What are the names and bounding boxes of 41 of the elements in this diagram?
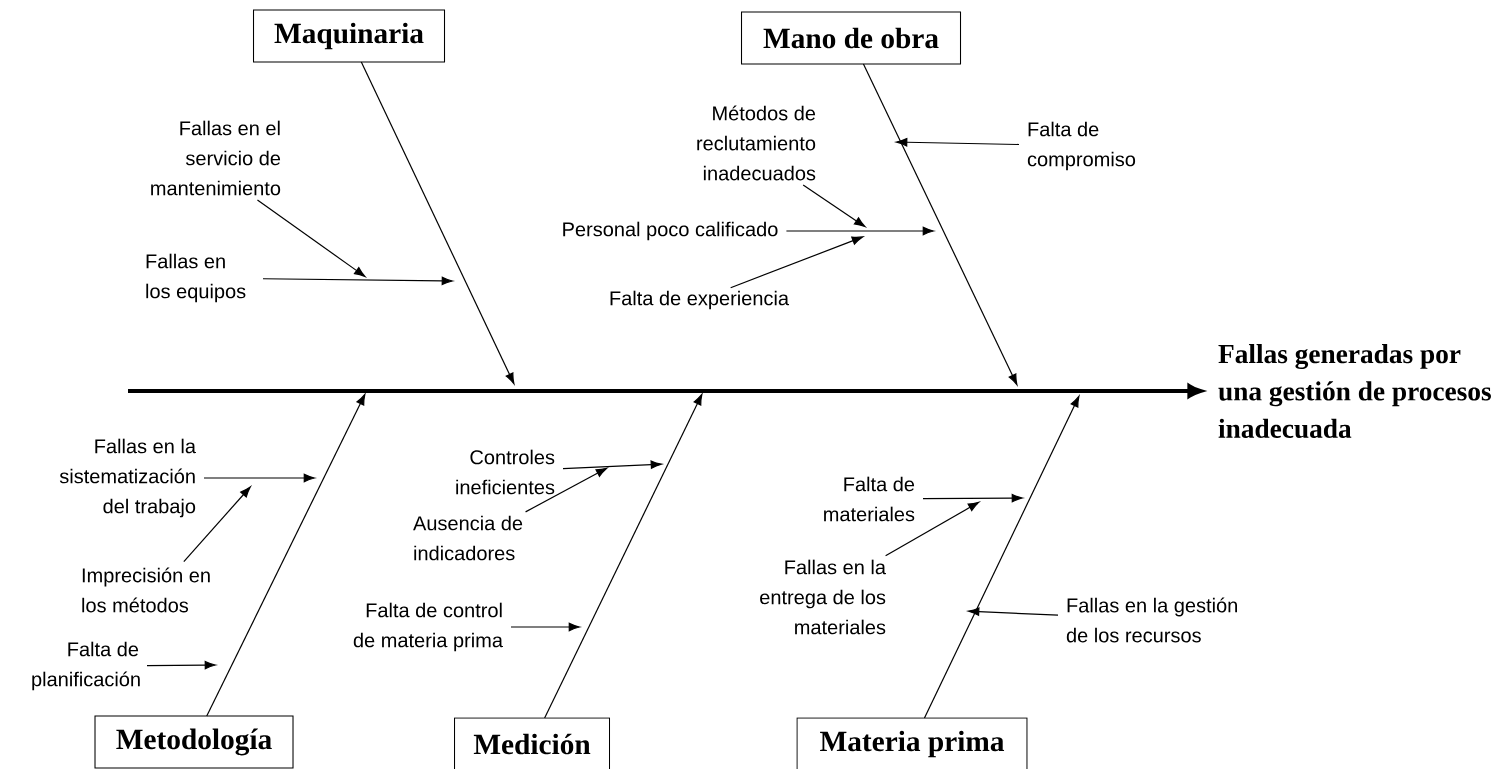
- cause-text: Falta de experiencia: [610, 290, 789, 310]
- cause-text: Fallas en la sistematización del trabajo: [59, 438, 196, 518]
- cause-text: Personal poco calificado: [563, 221, 778, 241]
- arrow: [885, 501, 980, 557]
- bone-arrow: [923, 395, 1080, 719]
- arrow: [896, 138, 1020, 147]
- arrow: [922, 493, 1023, 503]
- cause-text: Métodos de reclutamiento inadecuados: [697, 105, 816, 181]
- arrow: [802, 184, 866, 228]
- cause-text: Fallas en el servicio de mantenimiento: [151, 120, 281, 196]
- cause-text: Falta de control de materia prima: [353, 602, 503, 652]
- cause-text: Controles ineficientes: [456, 449, 555, 495]
- bone-arrow: [206, 393, 366, 717]
- arrow: [510, 622, 580, 632]
- arrow: [183, 486, 251, 563]
- cause-text: Ausencia de indicadores: [413, 515, 523, 561]
- category-box: Materia prima: [796, 717, 1028, 769]
- arrow: [203, 473, 315, 483]
- bone-arrow: [862, 63, 1018, 386]
- cause-text: Fallas en la entrega de los materiales: [760, 559, 886, 635]
- arrow: [968, 607, 1059, 616]
- category-box: Mano de obra: [740, 11, 962, 65]
- cause-text: Falta de planificación: [32, 641, 140, 691]
- arrow: [256, 199, 366, 278]
- cause-text: Falta de materiales: [824, 476, 915, 522]
- bone-arrow: [544, 393, 703, 719]
- arrow: [730, 236, 864, 289]
- arrow: [146, 660, 216, 670]
- cause-text: Fallas en la gestión de los recursos: [1066, 597, 1237, 643]
- category-box: Metodología: [94, 715, 294, 769]
- category-box: Medición: [453, 717, 611, 769]
- arrow: [262, 276, 453, 286]
- arrow: [562, 460, 662, 470]
- cause-text: Imprecisión en los métodos: [82, 567, 210, 613]
- cause-text: Fallas en los equipos: [146, 253, 246, 303]
- cause-text: Falta de compromiso: [1027, 121, 1136, 171]
- effect-text: Fallas generadas por una gestión de procesos inadecuada: [1218, 344, 1491, 438]
- bone-arrow: [360, 61, 515, 385]
- arrow: [524, 467, 608, 513]
- arrow: [785, 226, 934, 236]
- category-box: Maquinaria: [252, 9, 446, 63]
